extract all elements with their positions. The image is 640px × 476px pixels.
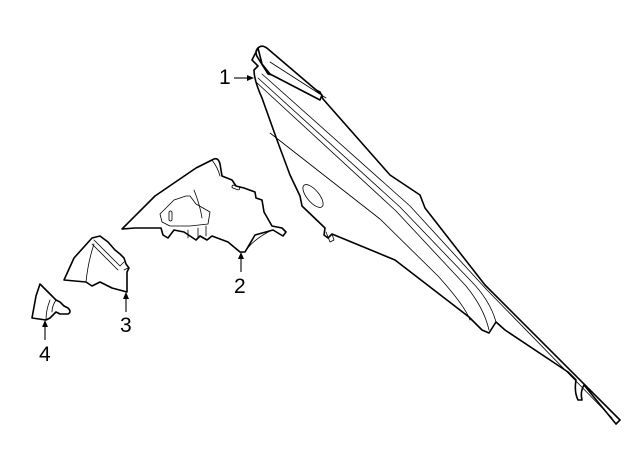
- callout-2: 2: [234, 275, 246, 298]
- leader-3: [123, 292, 129, 312]
- callout-1: 1: [219, 66, 231, 89]
- part-4-end-cap: [31, 283, 71, 321]
- callout-3: 3: [120, 314, 132, 337]
- leader-4: [42, 320, 48, 340]
- part-2-upper-trim: [121, 157, 287, 253]
- part-3-corner-trim: [63, 235, 130, 293]
- leader-2: [238, 252, 244, 272]
- callout-4: 4: [39, 343, 51, 366]
- leader-1: [234, 75, 254, 81]
- part-1-pillar-trim: [251, 45, 621, 425]
